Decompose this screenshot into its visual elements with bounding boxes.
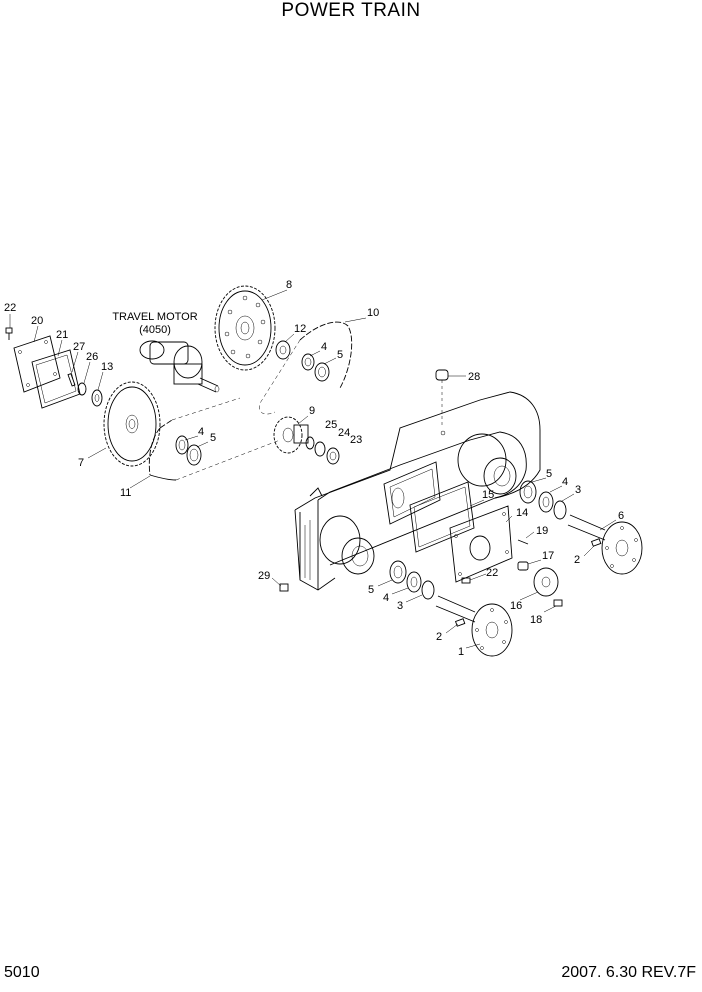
callout-21: 21 bbox=[56, 329, 68, 341]
bearing-4-lower bbox=[406, 571, 422, 593]
leader-lines bbox=[9, 289, 617, 649]
chain-case-housing bbox=[294, 391, 541, 591]
callout-5-lower: 5 bbox=[368, 584, 374, 596]
bearing-5-right bbox=[519, 480, 537, 504]
sprocket-8 bbox=[214, 285, 276, 371]
callout-22-top: 22 bbox=[4, 302, 16, 314]
axle-6 bbox=[567, 514, 643, 575]
callout-3-right: 3 bbox=[575, 484, 581, 496]
callout-22-lower: 22 bbox=[486, 567, 498, 579]
page-title: POWER TRAIN bbox=[281, 0, 421, 21]
callout-16: 16 bbox=[510, 600, 522, 612]
sprocket-9 bbox=[273, 416, 309, 454]
nut-13 bbox=[91, 389, 103, 407]
callout-12: 12 bbox=[294, 323, 306, 335]
callout-4-lower-left: 4 bbox=[198, 426, 204, 438]
page-number: 5010 bbox=[4, 964, 40, 981]
bolt-22-top bbox=[5, 327, 13, 340]
callout-5-upper: 5 bbox=[337, 349, 343, 361]
spacer-12 bbox=[275, 340, 291, 360]
bolt-18 bbox=[553, 599, 563, 607]
seal-3-right bbox=[553, 500, 567, 520]
callout-18: 18 bbox=[530, 614, 542, 626]
callout-11: 11 bbox=[120, 487, 131, 499]
callout-5-right: 5 bbox=[546, 468, 552, 480]
callout-20: 20 bbox=[31, 315, 43, 327]
callout-23: 23 bbox=[350, 434, 362, 446]
callout-5-lower-left: 5 bbox=[210, 432, 216, 444]
pin-27 bbox=[67, 373, 76, 387]
callout-4-upper: 4 bbox=[321, 341, 327, 353]
callout-8: 8 bbox=[286, 279, 292, 291]
callout-10: 10 bbox=[367, 307, 379, 319]
callout-1: 1 bbox=[458, 646, 464, 658]
sprocket-7 bbox=[103, 381, 161, 467]
callout-24: 24 bbox=[338, 427, 350, 439]
chain-10 bbox=[259, 321, 353, 415]
bearing-5-lower bbox=[389, 560, 407, 584]
callout-13: 13 bbox=[101, 361, 113, 373]
travel-motor bbox=[139, 340, 220, 393]
callout-27: 27 bbox=[73, 341, 85, 353]
callout-2-lower: 2 bbox=[436, 631, 442, 643]
callout-29: 29 bbox=[258, 570, 270, 582]
callout-26: 26 bbox=[86, 351, 98, 363]
callout-25: 25 bbox=[325, 419, 337, 431]
callout-14: 14 bbox=[516, 507, 528, 519]
flange-16 bbox=[533, 567, 559, 597]
bearing-4-left bbox=[175, 435, 189, 455]
callout-19: 19 bbox=[536, 525, 548, 537]
callout-9: 9 bbox=[309, 405, 315, 417]
cover-14 bbox=[449, 505, 513, 583]
axle-1 bbox=[435, 595, 513, 657]
bearing-5-upper bbox=[314, 362, 330, 382]
callout-15: 15 bbox=[482, 489, 494, 501]
cover-plate-20 bbox=[13, 335, 61, 393]
motor-label-line2: (4050) bbox=[139, 324, 171, 336]
callout-4-lower: 4 bbox=[383, 592, 389, 604]
bearing-4-upper bbox=[301, 353, 315, 371]
plug-28 bbox=[435, 369, 449, 428]
callout-3-lower: 3 bbox=[397, 600, 403, 612]
ring-25 bbox=[305, 436, 315, 450]
bearing-4-right bbox=[538, 491, 554, 513]
ring-24 bbox=[314, 441, 326, 457]
bolt-22-lower bbox=[461, 577, 471, 584]
washer-26 bbox=[77, 382, 87, 396]
callout-28: 28 bbox=[468, 371, 480, 383]
seal-3-lower bbox=[421, 580, 435, 600]
callout-17: 17 bbox=[542, 550, 554, 562]
callout-7: 7 bbox=[78, 457, 84, 469]
bolt-29 bbox=[279, 583, 289, 592]
bolt-2-lower bbox=[454, 618, 466, 627]
gasket-15 bbox=[409, 481, 475, 553]
chain-11 bbox=[148, 397, 281, 481]
ring-23 bbox=[326, 447, 340, 465]
callout-4-right: 4 bbox=[562, 476, 568, 488]
callout-6: 6 bbox=[618, 510, 624, 522]
pin-19 bbox=[517, 539, 529, 545]
motor-label-line1: TRAVEL MOTOR bbox=[112, 311, 197, 323]
plug-17 bbox=[517, 561, 529, 571]
revision-stamp: 2007. 6.30 REV.7F bbox=[561, 964, 696, 981]
bolt-2-right bbox=[590, 538, 602, 547]
callout-2-right: 2 bbox=[574, 554, 580, 566]
bearing-5-left bbox=[186, 444, 202, 466]
